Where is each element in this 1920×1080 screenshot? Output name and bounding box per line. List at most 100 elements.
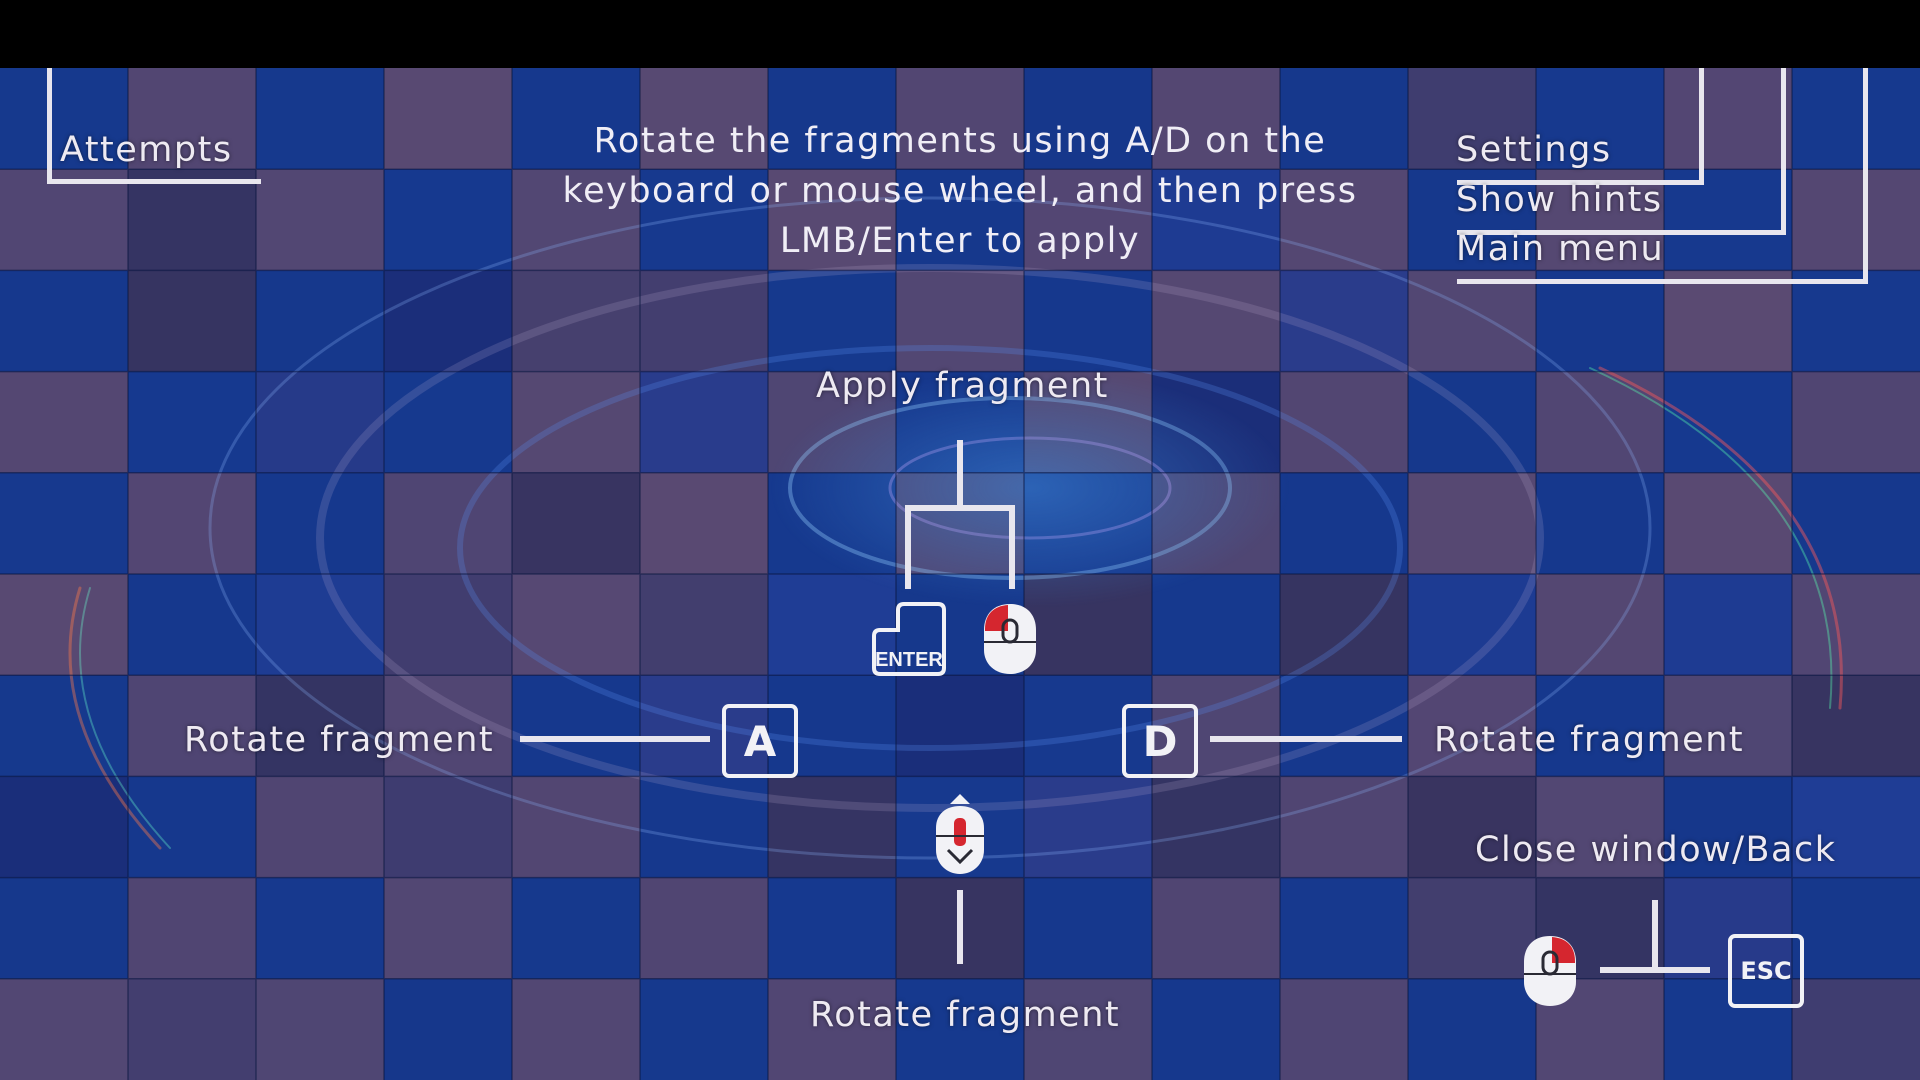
settings-hint-line: [1699, 66, 1704, 185]
puzzle-tile: [1536, 270, 1664, 372]
enter-key-icon: ENTER: [872, 602, 946, 676]
puzzle-tile: [768, 675, 896, 777]
puzzle-tile: [128, 270, 256, 372]
puzzle-tile: [0, 978, 128, 1080]
puzzle-tile: [1792, 877, 1920, 979]
puzzle-tile: [512, 574, 640, 676]
puzzle-tile: [0, 472, 128, 574]
puzzle-tile: [384, 877, 512, 979]
puzzle-tile: [384, 472, 512, 574]
puzzle-tile: [128, 472, 256, 574]
puzzle-tile: [1152, 169, 1280, 271]
puzzle-tile: [0, 776, 128, 878]
apply-hint-line: [905, 505, 911, 589]
puzzle-tile: [1024, 675, 1152, 777]
puzzle-tile: [896, 270, 1024, 372]
puzzle-tile: [128, 877, 256, 979]
puzzle-tile: [384, 978, 512, 1080]
puzzle-tile: [1792, 472, 1920, 574]
puzzle-tile: [256, 371, 384, 473]
puzzle-tile: [1536, 776, 1664, 878]
mouse-left-click-icon: [984, 604, 1036, 674]
puzzle-tile: [1280, 675, 1408, 777]
puzzle-tile: [640, 776, 768, 878]
puzzle-tile: [1408, 68, 1536, 170]
puzzle-tile: [1408, 371, 1536, 473]
close-window-label: Close window/Back: [1475, 830, 1837, 870]
puzzle-tile: [1152, 675, 1280, 777]
puzzle-tile: [128, 574, 256, 676]
puzzle-tile: [1536, 68, 1664, 170]
puzzle-tile: [1280, 776, 1408, 878]
puzzle-tile: [768, 68, 896, 170]
puzzle-tile: [384, 270, 512, 372]
puzzle-tile: [896, 169, 1024, 271]
puzzle-tile: [256, 574, 384, 676]
close-hint-line: [1600, 967, 1710, 973]
puzzle-tile: [1664, 68, 1792, 170]
apply-fragment-label: Apply fragment: [816, 366, 1109, 406]
puzzle-tile: [384, 68, 512, 170]
puzzle-tile: [128, 68, 256, 170]
puzzle-tile: [1792, 978, 1920, 1080]
puzzle-tile: [384, 776, 512, 878]
rotate-left-hint-line: [520, 736, 710, 742]
puzzle-tile: [1152, 270, 1280, 372]
puzzle-grid[interactable]: [0, 68, 1920, 1080]
apply-hint-line: [1009, 505, 1015, 589]
puzzle-tile: [128, 776, 256, 878]
tutorial-line: LMB/Enter to apply: [779, 221, 1141, 261]
d-key-icon: D: [1122, 704, 1198, 778]
puzzle-tile: [640, 877, 768, 979]
puzzle-tile: [640, 472, 768, 574]
puzzle-tile: [1536, 574, 1664, 676]
puzzle-tile: [1536, 472, 1664, 574]
puzzle-tile: [384, 371, 512, 473]
puzzle-tile: [256, 776, 384, 878]
puzzle-tile: [256, 877, 384, 979]
puzzle-tile: [1280, 472, 1408, 574]
puzzle-tile: [512, 472, 640, 574]
menu-hint-line: [1863, 66, 1868, 284]
puzzle-tile: [0, 68, 128, 170]
puzzle-background: [0, 68, 1920, 1080]
puzzle-tile: [1664, 776, 1792, 878]
puzzle-tile: [1024, 270, 1152, 372]
puzzle-tile: [128, 978, 256, 1080]
puzzle-tile: [640, 68, 768, 170]
menu-hint-line: [1457, 279, 1868, 284]
settings-label: Settings: [1456, 130, 1612, 170]
puzzle-tile: [256, 675, 384, 777]
puzzle-tile: [640, 675, 768, 777]
puzzle-tile: [128, 675, 256, 777]
puzzle-tile: [1280, 68, 1408, 170]
puzzle-tile: [1792, 675, 1920, 777]
tutorial-line: Rotate the fragments using A/D on the: [593, 121, 1327, 161]
puzzle-tile: [1152, 776, 1280, 878]
puzzle-tile: [1152, 574, 1280, 676]
a-key-icon: A: [722, 704, 798, 778]
puzzle-tile: [1280, 574, 1408, 676]
rotate-wheel-label: Rotate fragment: [810, 995, 1121, 1035]
puzzle-tile: [512, 978, 640, 1080]
puzzle-tile: [512, 270, 640, 372]
attempts-hint-line: [47, 179, 261, 184]
puzzle-tile: [0, 675, 128, 777]
puzzle-tile: [896, 978, 1024, 1080]
puzzle-tile: [1408, 169, 1536, 271]
puzzle-tile: [768, 270, 896, 372]
puzzle-tile: [384, 675, 512, 777]
puzzle-tile: [1280, 270, 1408, 372]
puzzle-tile: [1024, 776, 1152, 878]
puzzle-tile: [1408, 472, 1536, 574]
puzzle-tile: [1664, 270, 1792, 372]
puzzle-tile: [512, 776, 640, 878]
puzzle-tile: [128, 169, 256, 271]
close-hint-line: [1652, 900, 1658, 972]
main-menu-label: Main menu: [1456, 229, 1665, 269]
puzzle-tile: [1792, 371, 1920, 473]
puzzle-tile: [1152, 978, 1280, 1080]
puzzle-tile: [1280, 978, 1408, 1080]
settings-hint-line: [1457, 180, 1704, 185]
